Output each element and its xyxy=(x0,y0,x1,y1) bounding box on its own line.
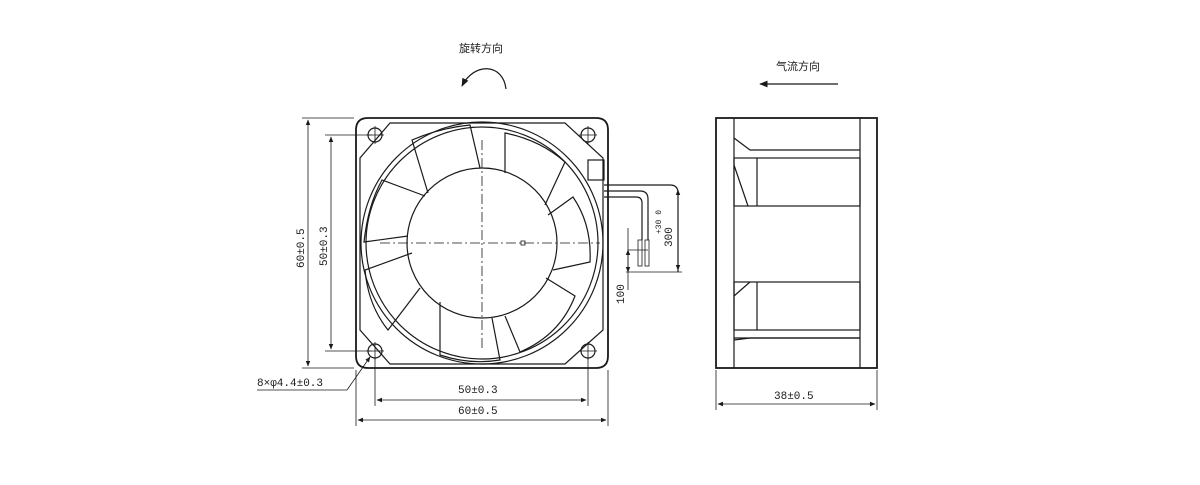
height-outer-dim: 60±0.5 xyxy=(296,228,308,268)
rotation-direction-label: 旋转方向 xyxy=(459,41,503,55)
height-pitch-dim: 50±0.3 xyxy=(319,226,331,266)
lead-tolerance-dim: +30 0 xyxy=(655,210,664,234)
lead-length-dim: 300 xyxy=(664,227,676,247)
front-view xyxy=(355,117,609,369)
lead-wires: 100 300 +30 0 xyxy=(604,184,682,304)
width-pitch-dim: 50±0.3 xyxy=(458,385,498,397)
airflow-direction-label: 气流方向 xyxy=(776,59,820,73)
side-view: 38±0.5 xyxy=(715,117,878,410)
depth-dim: 38±0.5 xyxy=(774,391,814,403)
strip-length-dim: 100 xyxy=(616,284,628,304)
holes-dim: 8×φ4.4±0.3 xyxy=(257,378,323,390)
mounting-holes xyxy=(366,126,597,360)
fan-blades xyxy=(363,124,591,363)
width-outer-dim: 60±0.5 xyxy=(458,406,498,418)
front-dimensions: 60±0.5 50±0.3 50±0.3 60±0.5 8×φ4.4±0.3 xyxy=(257,117,609,426)
rotation-arrow-icon xyxy=(461,68,507,90)
